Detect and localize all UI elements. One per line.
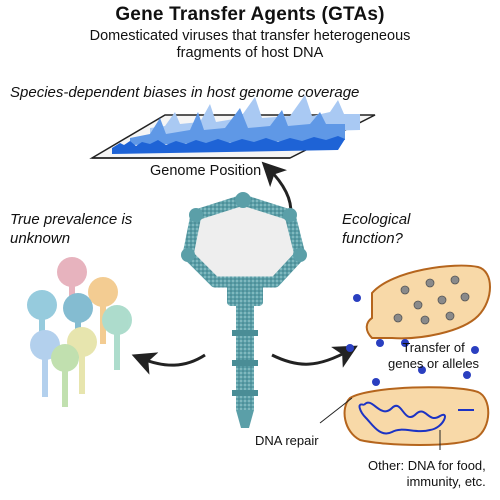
transfer-line-1: Transfer of [402,340,465,355]
genome-axis-label: Genome Position [150,163,262,179]
left-arrow-icon [131,352,206,375]
right-arrow-icon [271,345,358,368]
page-subtitle: Domesticated viruses that transfer heter… [0,28,500,62]
free-gta-group [346,294,479,386]
bacterial-cell-icon [365,264,491,340]
subtitle-line-2: fragments of host DNA [176,45,324,61]
prevalence-line-1: True prevalence is [10,211,133,228]
prevalence-heading: True prevalence is unknown [10,210,132,248]
ecological-line-1: Ecological [342,211,411,228]
gta-neck [227,280,263,306]
attached-gta-group [393,275,470,325]
gta-prevalence-cluster [27,257,132,407]
faded-gta-5 [102,305,132,370]
page-title: Gene Transfer Agents (GTAs) [115,4,385,25]
other-functions-label: Other: DNA for food, immunity, etc. [368,458,486,490]
upper-cell-body [365,264,491,340]
other-line-2: immunity, etc. [406,474,486,489]
dna-strand-icon [358,401,446,435]
genome-coverage-plot [89,95,376,159]
lower-cell-body [343,386,490,446]
dna-repair-label: DNA repair [255,433,319,448]
coverage-track-mid [130,108,345,145]
gta-particle-icon [181,192,307,428]
transfer-line-2: genes or alleles [388,356,480,371]
coverage-track-front [112,136,345,154]
gta-capsid [182,194,306,288]
gta-tail-tip [236,410,254,428]
transfer-label: Transfer of genes or alleles [388,340,479,372]
coverage-heading: Species-dependent biases in host genome … [10,84,360,101]
ecological-line-2: function? [342,230,403,247]
ecological-heading: Ecological function? [342,210,410,248]
faded-gta-8 [51,344,79,407]
subtitle-line-1: Domesticated viruses that transfer heter… [89,28,411,44]
lower-cell-icon [319,386,490,450]
dna-repair-pointer [319,397,353,424]
prevalence-line-2: unknown [10,230,71,247]
other-line-1: Other: DNA for food, [368,458,486,473]
